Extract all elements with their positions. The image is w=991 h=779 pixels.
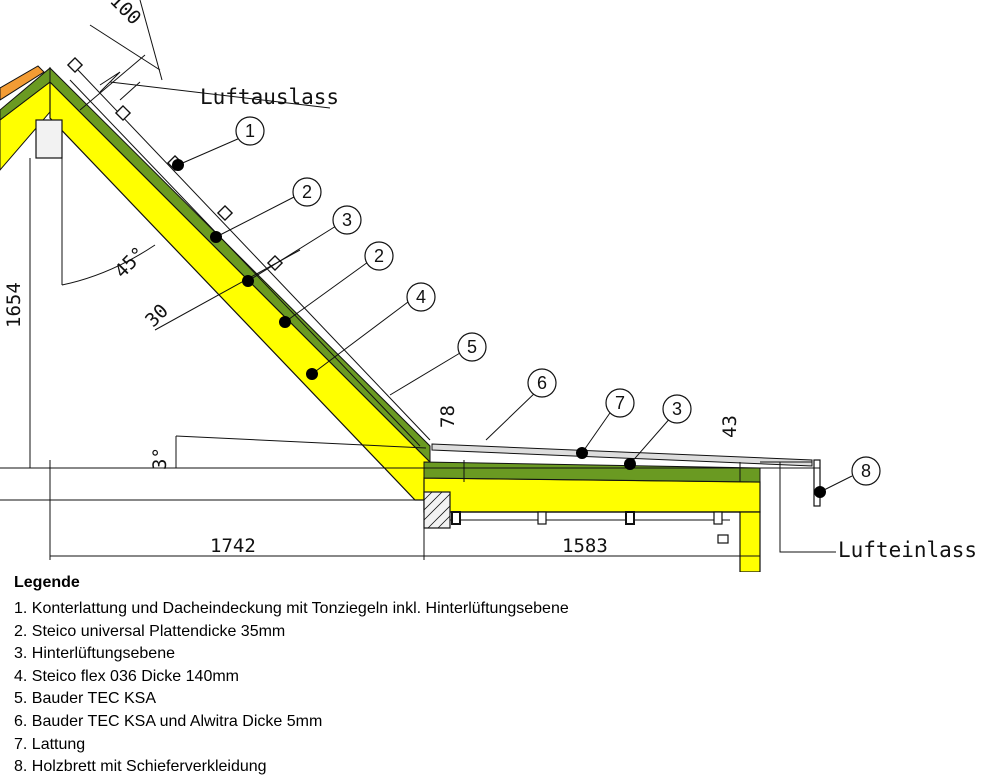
lufteinlass-label: Lufteinlass bbox=[838, 538, 977, 562]
legend-item: 1. Konterlattung und Dacheindeckung mit … bbox=[14, 600, 569, 617]
callout-8: 8 bbox=[851, 456, 881, 486]
callout-3b: 3 bbox=[662, 394, 692, 424]
roof-section-drawing: 1 2 3 2 4 5 6 7 3 8 Luftauslass Lufteinl… bbox=[0, 0, 977, 572]
dim-width-left: 1742 bbox=[210, 535, 256, 557]
luftauslass-label: Luftauslass bbox=[200, 85, 339, 109]
svg-text:2: 2 bbox=[374, 246, 384, 266]
joist-2 bbox=[537, 511, 547, 525]
flat-roof-insulation bbox=[423, 477, 761, 513]
left-slope-tiles bbox=[0, 65, 45, 101]
eave-board bbox=[813, 459, 821, 507]
legend-item: 8. Holzbrett mit Schieferverkleidung bbox=[14, 758, 267, 776]
dim-vert-a: 78 bbox=[437, 405, 459, 428]
svg-text:3: 3 bbox=[672, 399, 682, 419]
wall-plate-hatch bbox=[423, 491, 451, 529]
right-wall-insulation bbox=[739, 511, 761, 572]
dim-vert-b: 43 bbox=[719, 415, 741, 438]
svg-text:8: 8 bbox=[861, 461, 871, 481]
joist-5 bbox=[717, 534, 729, 544]
callout-1: 1 bbox=[235, 116, 265, 146]
dim-gap: 30 bbox=[141, 300, 173, 332]
dim-angle-ridge: 45° bbox=[110, 243, 150, 283]
batten-3 bbox=[216, 204, 234, 222]
legend-item: 7. Lattung bbox=[14, 735, 86, 753]
callout-2a: 2 bbox=[292, 177, 322, 207]
svg-text:5: 5 bbox=[467, 337, 477, 357]
legend-item: 3. Hinterlüftungsebene bbox=[14, 645, 175, 663]
legend-title: Legende bbox=[14, 574, 80, 591]
svg-text:2: 2 bbox=[302, 182, 312, 202]
flat-roof-covering bbox=[431, 443, 813, 467]
svg-text:3: 3 bbox=[342, 210, 352, 230]
legend-item: 2. Steico universal Plattendicke 35mm bbox=[14, 622, 286, 640]
joist-4 bbox=[713, 511, 723, 525]
dim-pitch: 3° bbox=[149, 447, 171, 470]
main-slope-insulation bbox=[49, 80, 431, 501]
joist-3 bbox=[625, 511, 635, 525]
tile-line-lower bbox=[69, 79, 421, 447]
tile-line-upper bbox=[77, 69, 431, 441]
dim-top: 100 bbox=[105, 0, 145, 29]
dim-width-right: 1583 bbox=[562, 535, 608, 557]
callout-4: 4 bbox=[406, 282, 436, 312]
callout-dots bbox=[172, 159, 826, 498]
callout-2b: 2 bbox=[364, 241, 394, 271]
callout-7: 7 bbox=[605, 388, 635, 418]
callout-3a: 3 bbox=[332, 205, 362, 235]
legend-item: 6. Bauder TEC KSA und Alwitra Dicke 5mm bbox=[14, 712, 323, 730]
ridge-beam bbox=[35, 119, 63, 159]
legend-item: 4. Steico flex 036 Dicke 140mm bbox=[14, 667, 239, 685]
callout-leaders bbox=[177, 137, 853, 493]
callout-6: 6 bbox=[527, 368, 557, 398]
batten-top bbox=[66, 56, 84, 74]
flat-roof-board bbox=[423, 461, 761, 483]
svg-text:4: 4 bbox=[416, 287, 426, 307]
svg-text:1: 1 bbox=[245, 121, 255, 141]
svg-text:6: 6 bbox=[537, 373, 547, 393]
joist-1 bbox=[451, 511, 461, 525]
dimension-lines bbox=[0, 0, 836, 560]
legend: Legende 1. Konterlattung und Dacheindeck… bbox=[14, 572, 974, 779]
dim-height: 1654 bbox=[3, 282, 25, 328]
batten-1 bbox=[114, 104, 132, 122]
svg-text:7: 7 bbox=[615, 393, 625, 413]
callout-5: 5 bbox=[457, 332, 487, 362]
legend-list: 1. Konterlattung und Dacheindeckung mit … bbox=[14, 598, 974, 779]
batten-4 bbox=[266, 254, 284, 272]
legend-item: 5. Bauder TEC KSA bbox=[14, 690, 156, 708]
